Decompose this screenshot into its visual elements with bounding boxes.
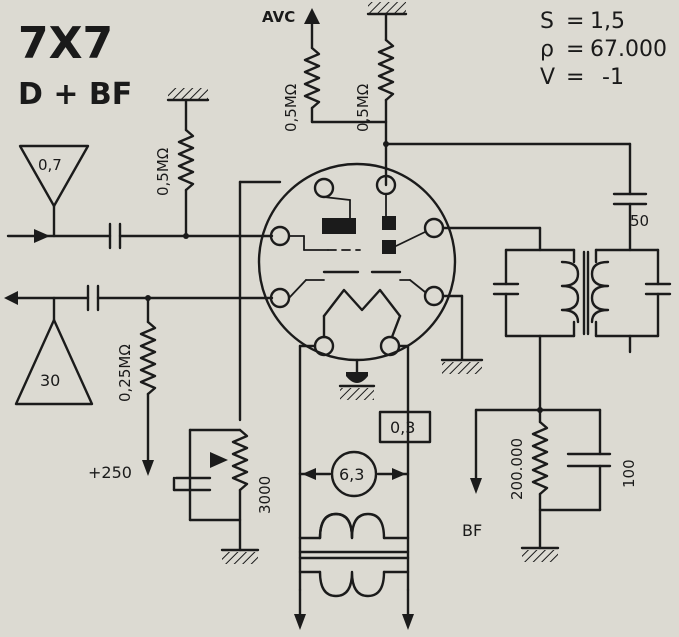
output-triangle (14, 318, 94, 406)
if-transformer-section: 50 (441, 142, 672, 412)
cap-100-label: 100 (620, 459, 638, 488)
ground-top (366, 2, 408, 16)
spec-v-value: -1 (602, 65, 624, 90)
diode-load-resistor (531, 420, 549, 496)
spec-v-symbol: V (540, 65, 555, 90)
heater-current-label: 0,3 (390, 418, 415, 437)
spec-s-value: 1,5 (590, 9, 625, 34)
cathode-wiper-arrow (210, 452, 228, 468)
avc-branch: AVC 0,5MΩ (262, 8, 388, 132)
spec-v-eq: = (566, 65, 584, 90)
cathode-section: 3000 (172, 180, 282, 564)
plate-resistor-label: 0,5MΩ (354, 84, 372, 132)
output-triangle-label: 30 (40, 371, 60, 390)
tube-title: 7X7 (18, 18, 113, 69)
spec-rho-symbol: ρ (540, 37, 554, 62)
output-section: 0,25MΩ +250 30 (4, 284, 274, 482)
plate-resistor (377, 38, 395, 102)
specs-block: S = 1,5 ρ = 67.000 V = -1 (540, 9, 667, 90)
cathode-resistor (231, 428, 249, 492)
heater-arrow-left (294, 614, 306, 630)
bplus-arrow-icon (142, 460, 154, 476)
heater-voltage-label: 6,3 (339, 465, 364, 484)
tube-subtitle: D + BF (18, 77, 132, 112)
diode-load-resistor-label: 200.000 (508, 438, 526, 500)
input-triangle (18, 144, 90, 208)
avc-resistor (303, 46, 321, 110)
spec-rho-value: 67.000 (590, 37, 667, 62)
load-resistor (139, 320, 157, 396)
spec-s-symbol: S (540, 9, 554, 34)
heater-voltage-circle (330, 450, 378, 498)
plate-resistor-branch: 0,5MΩ (354, 12, 632, 187)
spec-s-eq: = (566, 9, 584, 34)
transformer-secondary (318, 570, 386, 598)
input-section: 0,7 (6, 144, 274, 250)
heater-current-box (378, 410, 432, 444)
if-primary-coil (560, 260, 580, 324)
bplus-label: +250 (88, 463, 132, 482)
tube-envelope (257, 162, 457, 362)
cap-50-label: 50 (630, 212, 649, 230)
avc-arrow-icon (304, 8, 320, 24)
avc-resistor-label: 0,5MΩ (282, 84, 300, 132)
load-resistor-label: 0,25MΩ (116, 344, 134, 402)
bf-arrow-icon (470, 478, 482, 494)
bf-label: BF (462, 521, 482, 540)
input-triangle-label: 0,7 (38, 156, 62, 174)
vacuum-tube (257, 162, 457, 400)
cathode-resistor-label: 3000 (256, 476, 274, 514)
heater-section: 6,3 0,3 (294, 344, 432, 630)
grid-resistor-label: 0,5MΩ (154, 148, 172, 196)
avc-label: AVC (262, 8, 295, 26)
grid-resistor-branch: 0,5MΩ (154, 88, 210, 239)
diode-load-section: BF 200.000 100 (462, 407, 638, 562)
grid-resistor (177, 128, 195, 192)
output-arrow-icon (4, 291, 18, 305)
if-secondary-coil (590, 260, 610, 324)
heater-arrow-right (402, 614, 414, 630)
spec-rho-eq: = (566, 37, 584, 62)
pin-ground-right (440, 294, 484, 374)
input-arrow-icon (34, 229, 50, 243)
